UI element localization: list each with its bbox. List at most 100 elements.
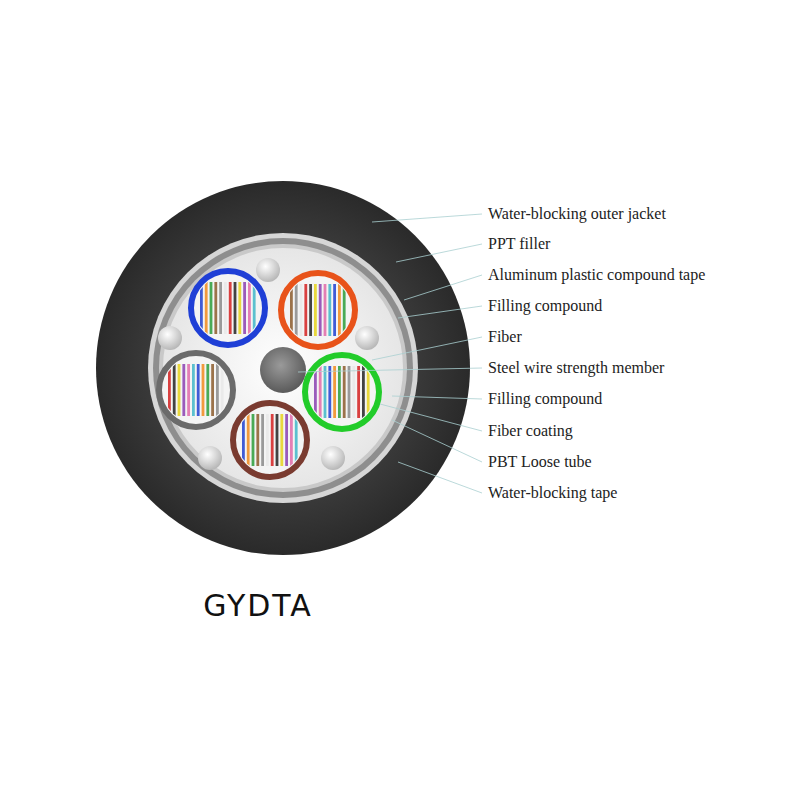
fiber: [234, 282, 237, 334]
fiber: [168, 364, 171, 416]
fiber: [266, 414, 269, 466]
leader-line: [398, 306, 482, 318]
loose-tube: [233, 403, 307, 477]
fiber: [206, 364, 209, 416]
leader-line: [380, 404, 482, 431]
part-label: Water-blocking tape: [488, 483, 617, 503]
fiber: [210, 282, 213, 334]
leader-line: [372, 214, 482, 222]
fiber: [229, 282, 232, 334]
fiber: [247, 414, 250, 466]
part-label: Filling compound: [488, 389, 602, 409]
tube-filling: [306, 356, 378, 428]
outer-jacket: [96, 181, 470, 555]
part-label: PPT filler: [488, 234, 550, 254]
fiber: [224, 282, 227, 334]
fiber: [219, 282, 222, 334]
water-blocking-tape: [148, 233, 418, 503]
part-label: Filling compound: [488, 296, 602, 316]
ppt-filler: [256, 258, 280, 282]
fiber: [324, 284, 327, 336]
fiber: [295, 284, 298, 336]
pbt-tube-wall: [281, 273, 355, 347]
fiber: [338, 284, 341, 336]
fiber: [197, 364, 200, 416]
fiber: [256, 414, 259, 466]
filler-group: [158, 258, 379, 470]
fiber: [276, 414, 279, 466]
fiber: [333, 366, 336, 418]
fiber: [243, 282, 246, 334]
part-label: Steel wire strength member: [488, 358, 664, 378]
leader-line: [392, 420, 482, 462]
leader-line: [398, 462, 482, 493]
fiber: [187, 364, 190, 416]
leader-line: [372, 337, 482, 360]
fiber: [271, 414, 274, 466]
steel-strength-member: [260, 347, 306, 393]
fiber: [173, 364, 176, 416]
fiber: [178, 364, 181, 416]
fiber: [216, 364, 219, 416]
fiber: [367, 366, 370, 418]
loose-tube: [191, 271, 265, 345]
loose-tube: [281, 273, 355, 347]
fiber: [221, 364, 224, 416]
filling-compound: [163, 248, 403, 488]
fiber: [248, 282, 251, 334]
part-label: Aluminum plastic compound tape: [488, 265, 705, 285]
cable-type-caption: GYDTA: [203, 588, 313, 624]
fiber: [238, 282, 241, 334]
pbt-tube-wall: [305, 355, 379, 429]
fiber: [357, 366, 360, 418]
loose-tube: [159, 353, 233, 427]
fiber: [309, 284, 312, 336]
fiber: [280, 414, 283, 466]
leader-line: [404, 275, 482, 300]
fiber: [328, 284, 331, 336]
part-label: PBT Loose tube: [488, 452, 592, 472]
fiber: [295, 414, 298, 466]
fiber: [205, 282, 208, 334]
tube-filling: [282, 274, 354, 346]
tube-filling: [160, 354, 232, 426]
fiber: [362, 366, 365, 418]
fiber: [192, 364, 195, 416]
part-label: Fiber: [488, 327, 522, 347]
fiber-bundle: [242, 414, 298, 466]
part-label: Water-blocking outer jacket: [488, 204, 666, 224]
leader-line: [396, 244, 482, 262]
ppt-filler: [198, 446, 222, 470]
fiber: [252, 414, 255, 466]
fiber: [324, 366, 327, 418]
fiber: [290, 284, 293, 336]
tube-filling: [192, 272, 264, 344]
fiber: [352, 366, 355, 418]
fiber-bundle: [168, 364, 224, 416]
fiber: [319, 366, 322, 418]
fiber: [338, 366, 341, 418]
fiber: [253, 282, 256, 334]
fiber: [300, 284, 303, 336]
fiber: [242, 414, 245, 466]
fiber: [304, 284, 307, 336]
ppt-filler: [158, 326, 182, 350]
fiber: [319, 284, 322, 336]
fiber: [211, 364, 214, 416]
fiber: [328, 366, 331, 418]
fiber-bundle: [314, 366, 370, 418]
loose-tube-group: [159, 271, 379, 477]
aluminum-tape: [153, 238, 413, 498]
fiber: [348, 366, 351, 418]
ppt-filler: [321, 446, 345, 470]
fiber: [333, 284, 336, 336]
pbt-tube-wall: [233, 403, 307, 477]
fiber: [214, 282, 217, 334]
fiber: [343, 366, 346, 418]
leader-lines: [298, 214, 482, 493]
loose-tube: [305, 355, 379, 429]
pbt-tube-wall: [159, 353, 233, 427]
fiber: [285, 414, 288, 466]
